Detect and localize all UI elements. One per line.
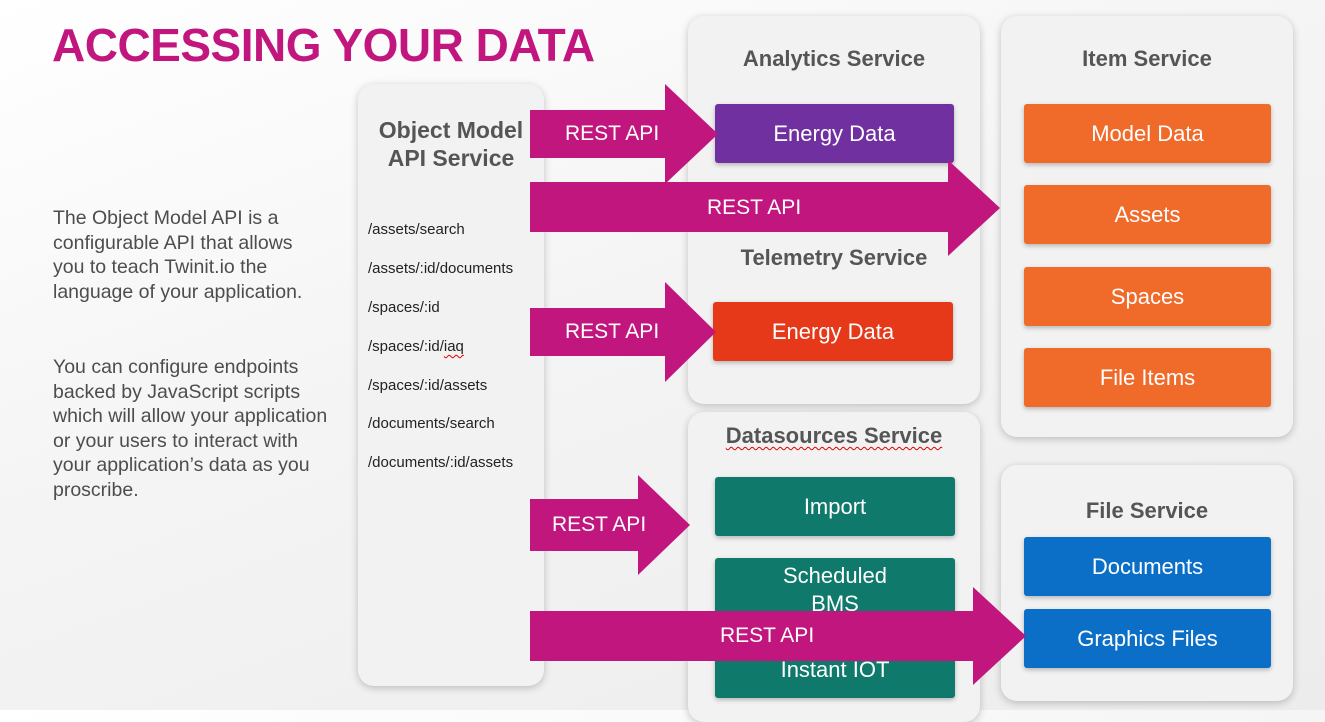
rest-api-label: REST API [720,624,815,647]
endpoint-documents-assets: /documents/:id/assets [368,454,514,471]
arrow-shape [530,475,690,575]
endpoint-assets-search: /assets/search [368,221,465,238]
page-title: ACCESSING YOUR DATA [52,19,595,71]
description-paragraph-2: You can configure endpoints backed by Ja… [53,356,328,501]
file-graphics-files-box: Graphics Files [1024,609,1271,668]
endpoint-assets-documents: /assets/:id/documents [368,260,514,277]
arrow-shape [530,160,1000,256]
datasources-service-title: Datasources Service [725,423,943,448]
rest-api-arrow-analytics: REST API [530,84,718,184]
rest-api-label: REST API [565,122,660,145]
scheduled-label: Scheduled [783,563,887,588]
datasources-import-box: Import [715,477,955,536]
rest-api-arrow-datasources: REST API [530,475,690,575]
analytics-energy-data-box: Energy Data [715,104,954,163]
arrow-shape [530,587,1026,685]
arrow-shape [530,84,718,184]
object-model-title-line-2: API Service [387,145,515,171]
rest-api-label: REST API [552,513,647,536]
rest-api-arrow-telemetry: REST API [530,282,716,382]
analytics-service-title: Analytics Service [742,46,926,71]
endpoint-spaces-id: /spaces/:id [368,299,440,316]
telemetry-service-title: Telemetry Service [740,245,928,270]
telemetry-energy-data-box: Energy Data [713,302,953,361]
item-file-items-box: File Items [1024,348,1271,407]
item-service-title: Item Service [1082,46,1212,71]
rest-api-label: REST API [565,320,660,343]
rest-api-arrow-file-service: REST API [530,587,1026,685]
object-model-api-service-panel [358,84,544,686]
description-paragraph-1: The Object Model API is a configurable A… [53,207,303,303]
rest-api-label: REST API [707,196,802,219]
file-documents-box: Documents [1024,537,1271,596]
item-model-data-box: Model Data [1024,104,1271,163]
rest-api-arrow-item-service: REST API [530,160,1000,256]
endpoint-spaces-assets: /spaces/:id/assets [368,377,488,394]
arrow-shape [530,282,716,382]
endpoint-documents-search: /documents/search [368,415,495,432]
instant-iot-label: Instant IOT [780,657,890,682]
item-assets-box: Assets [1024,185,1271,244]
file-service-title: File Service [1085,498,1209,523]
item-spaces-box: Spaces [1024,267,1271,326]
object-model-service-title: Object Model API Service [358,116,544,172]
object-model-title-line-1: Object Model [378,117,524,143]
endpoint-spaces-iaq: /spaces/:id/iaq [368,338,464,355]
